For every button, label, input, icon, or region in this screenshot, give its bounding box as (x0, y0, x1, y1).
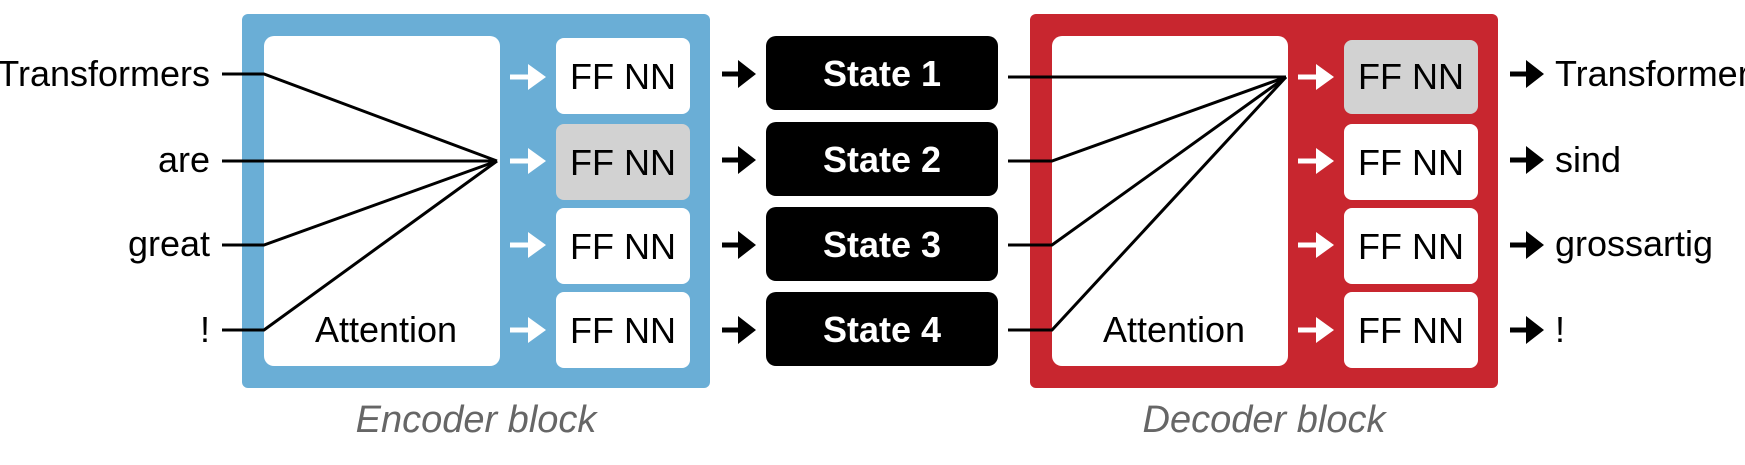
state-box-2: State 2 (766, 122, 998, 196)
decoder-ffnn-4: FF NN (1344, 292, 1478, 368)
output-arrow-2 (1510, 146, 1544, 174)
decoder-white-arrow-2 (1298, 148, 1334, 174)
output-arrow-4 (1510, 316, 1544, 344)
decoder-attention-lines (1008, 75, 1288, 332)
encoder-to-state-arrows (722, 60, 756, 344)
decoder-ffnn-4-label: FF NN (1358, 310, 1464, 351)
input-token-3: great (128, 223, 210, 264)
decoder-ffnn-2-box (1344, 124, 1478, 200)
decoder-ffnn-1-box (1344, 40, 1478, 114)
encoder-internal-arrows (510, 64, 546, 343)
encoder-ffnn-2-label: FF NN (570, 142, 676, 183)
encoder-ffnn-2: FF NN (556, 124, 690, 200)
decoder-white-arrow-4 (1298, 317, 1334, 343)
decoder-ffnn-2: FF NN (1344, 124, 1478, 200)
decoder-ffnn-3-label: FF NN (1358, 226, 1464, 267)
state-box-3-rect (766, 207, 998, 281)
input-token-4: ! (200, 309, 210, 350)
encoder-ffnn-4: FF NN (556, 292, 690, 368)
encoder-white-arrow-1 (510, 64, 546, 90)
encoder-white-arrow-4 (510, 317, 546, 343)
output-labels: Transformer sind grossartig ! (1555, 53, 1745, 350)
encoder-white-arrow-2 (510, 148, 546, 174)
encoder-ffnn-4-box (556, 292, 690, 368)
decoder-ffnn-1-label: FF NN (1358, 56, 1464, 97)
decoder-ffnn-2-label: FF NN (1358, 142, 1464, 183)
encoder-caption: Encoder block (356, 399, 599, 441)
decoder-ffnn-4-box (1344, 292, 1478, 368)
state-box-4: State 4 (766, 292, 998, 366)
encoder-ffnn-1: FF NN (556, 38, 690, 114)
decoder-ffnn-group: FF NN FF NN FF NN FF NN (1344, 40, 1478, 368)
encoder-ffnn-1-box (556, 38, 690, 114)
output-token-1: Transformer (1555, 53, 1745, 94)
encoder-ffnn-2-box (556, 124, 690, 200)
encoder-block: Attention FF NN FF NN FF NN FF NN (242, 14, 710, 388)
encoder-ffnn-4-label: FF NN (570, 310, 676, 351)
decoder-caption: Decoder block (1143, 399, 1388, 441)
state-box-2-rect (766, 122, 998, 196)
input-labels: Transformers are great ! (0, 53, 210, 350)
output-token-3: grossartig (1555, 223, 1713, 264)
state-1-label: State 1 (823, 53, 941, 94)
output-arrow-3 (1510, 231, 1544, 259)
ffnn-to-state-arrow-3 (722, 231, 756, 259)
decoder-ffnn-1: FF NN (1344, 40, 1478, 114)
state-box-3: State 3 (766, 207, 998, 281)
state-line-2 (1008, 75, 1287, 163)
state-box-1: State 1 (766, 36, 998, 110)
input-token-2: are (158, 139, 210, 180)
encoder-ffnn-3: FF NN (556, 208, 690, 284)
input-line-3 (222, 159, 498, 247)
encoder-ffnn-3-label: FF NN (570, 226, 676, 267)
input-line-4 (222, 159, 498, 332)
encoder-ffnn-3-box (556, 208, 690, 284)
decoder-internal-arrows (1298, 64, 1334, 343)
decoder-ffnn-3: FF NN (1344, 208, 1478, 284)
state-4-label: State 4 (823, 309, 941, 350)
output-token-2: sind (1555, 139, 1621, 180)
output-arrows (1510, 60, 1544, 344)
decoder-ffnn-3-box (1344, 208, 1478, 284)
output-token-4: ! (1555, 309, 1565, 350)
encoder-white-arrow-3 (510, 232, 546, 258)
state-3-label: State 3 (823, 224, 941, 265)
decoder-block: Attention FF NN FF NN FF NN FF NN (1030, 14, 1498, 388)
ffnn-to-state-arrow-2 (722, 146, 756, 174)
encoder-ffnn-group: FF NN FF NN FF NN FF NN (556, 38, 690, 368)
encoder-attention-label: Attention (315, 309, 457, 350)
decoder-white-arrow-3 (1298, 232, 1334, 258)
state-box-1-rect (766, 36, 998, 110)
encoder-ffnn-1-label: FF NN (570, 56, 676, 97)
decoder-attention-label: Attention (1103, 309, 1245, 350)
state-line-3 (1008, 75, 1287, 247)
state-2-label: State 2 (823, 139, 941, 180)
input-line-1 (222, 72, 498, 163)
output-arrow-1 (1510, 60, 1544, 88)
ffnn-to-state-arrow-4 (722, 316, 756, 344)
encoder-attention-lines (222, 72, 498, 332)
input-token-1: Transformers (0, 53, 210, 94)
decoder-white-arrow-1 (1298, 64, 1334, 90)
ffnn-to-state-arrow-1 (722, 60, 756, 88)
states-column: State 1 State 2 State 3 State 4 (766, 36, 998, 366)
state-line-4 (1008, 75, 1288, 332)
state-box-4-rect (766, 292, 998, 366)
